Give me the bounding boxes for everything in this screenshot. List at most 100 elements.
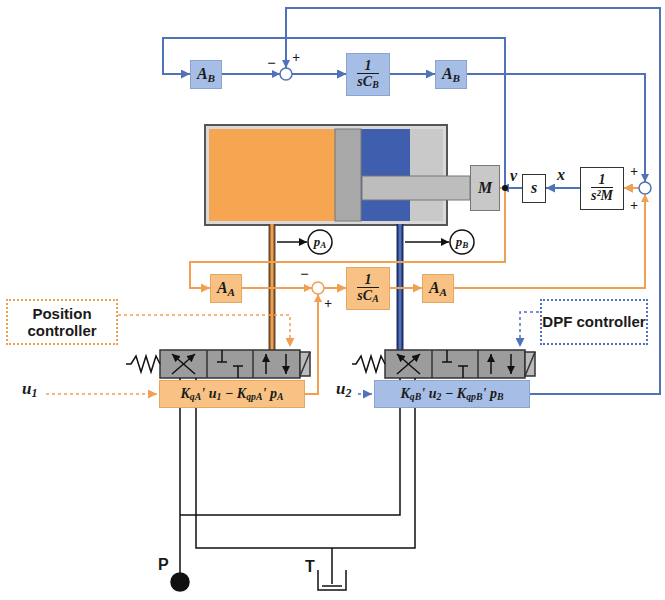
subscript: B (208, 72, 215, 84)
hydraulic-cylinder (205, 125, 447, 225)
summing-junction (314, 294, 322, 302)
servo-valve (160, 350, 300, 378)
subscript: 2 (436, 391, 441, 402)
supply-return-line (322, 585, 342, 587)
servo-valve (265, 354, 267, 374)
hydraulic-cylinder (361, 129, 410, 221)
signal-name: u1 (22, 380, 37, 399)
controller-leader (46, 393, 157, 395)
servo-valve (397, 354, 420, 374)
sign: + (292, 50, 300, 65)
servo-valve (352, 356, 385, 372)
node-text: 1 s²M (591, 172, 613, 204)
summing-junction (280, 68, 292, 80)
servo-valve (126, 350, 535, 378)
summing-junction (272, 70, 280, 78)
servo-valve (510, 354, 512, 374)
servo-valve (172, 354, 195, 374)
text-part: u (336, 379, 345, 398)
node-text: M (478, 179, 492, 197)
servo-valve (397, 354, 420, 374)
text-part: ' u (201, 386, 216, 401)
sign: + (324, 296, 332, 311)
subscript: qB (410, 391, 421, 402)
node-text: DPF controller (542, 313, 645, 330)
text-part: s²M (591, 188, 613, 203)
node-text: pB (456, 235, 469, 250)
text-part: A (442, 65, 453, 82)
hydraulic-cylinder (205, 125, 470, 225)
sign: + (630, 164, 638, 179)
hydraulic-cylinder (209, 129, 335, 221)
signal-connector (286, 8, 660, 394)
node-text: pA (314, 235, 327, 250)
node-text: s (531, 179, 537, 197)
subscript: A (277, 391, 284, 402)
servo-valve (206, 350, 208, 378)
summing-junction (641, 174, 649, 182)
subscript: B (453, 72, 460, 84)
summing-junction (639, 182, 651, 194)
text-part: A (429, 279, 440, 296)
servo-valve (525, 352, 535, 376)
text-part: 1 (357, 58, 378, 74)
subscript: qpB (466, 391, 482, 402)
gain-block: AA (210, 274, 242, 303)
servo-valve (126, 356, 160, 372)
text-part: p (456, 234, 463, 249)
servo-valve (221, 350, 223, 362)
port-name: T (305, 558, 315, 576)
differentiator-block: s (522, 174, 546, 203)
summing-junction (304, 284, 312, 292)
subscript: B (372, 80, 379, 91)
pressure-tap (277, 241, 449, 243)
servo-valve (172, 354, 195, 374)
signal-name: v (510, 167, 517, 185)
signal-name: x (557, 166, 565, 184)
pressure-tap (277, 241, 307, 243)
integrator-block: 1 sCB (346, 53, 390, 96)
signal-connector (390, 73, 435, 75)
signal-connector (390, 287, 422, 289)
text-part: 1 (591, 172, 613, 188)
sign: + (630, 198, 638, 213)
signal-connector (546, 187, 580, 189)
servo-valve (431, 350, 433, 378)
text-part: ' p (263, 386, 277, 401)
text-part: − K (441, 386, 466, 401)
node-text: 1 sCA (357, 272, 378, 304)
servo-valve (237, 366, 239, 378)
port-name: P (158, 556, 169, 574)
servo-valve (233, 365, 243, 367)
sign: − (267, 55, 276, 72)
node-text: KqA' u1 − KqpA' pA (181, 386, 284, 402)
subscript: B (497, 391, 504, 402)
load-mass: M (470, 165, 500, 211)
controller-leader (118, 315, 290, 347)
servo-valve (462, 366, 464, 378)
summing-junction (641, 194, 649, 202)
subscript: 2 (345, 386, 351, 400)
controller-leader (520, 312, 539, 347)
servo-valve (300, 352, 310, 376)
summing-junction (502, 185, 508, 191)
servo-valve (490, 354, 492, 374)
text-part: u (22, 379, 31, 398)
gain-block: AA (422, 274, 454, 303)
integrator-block: 1 sCA (346, 267, 390, 310)
hydraulic-cylinder (410, 129, 443, 221)
node-text: 1 sCB (357, 58, 378, 90)
supply-return-line (171, 573, 189, 591)
servo-valve (300, 352, 310, 376)
text-part: A (197, 65, 208, 82)
servo-valve (285, 354, 287, 374)
gain-block: AB (190, 60, 222, 89)
servo-valve (442, 361, 452, 363)
text-part: − K (221, 386, 246, 401)
node-text: Position controller (8, 305, 116, 340)
hydraulic-cylinder (335, 129, 361, 221)
subscript: A (372, 294, 379, 305)
summing-junction (272, 60, 651, 302)
